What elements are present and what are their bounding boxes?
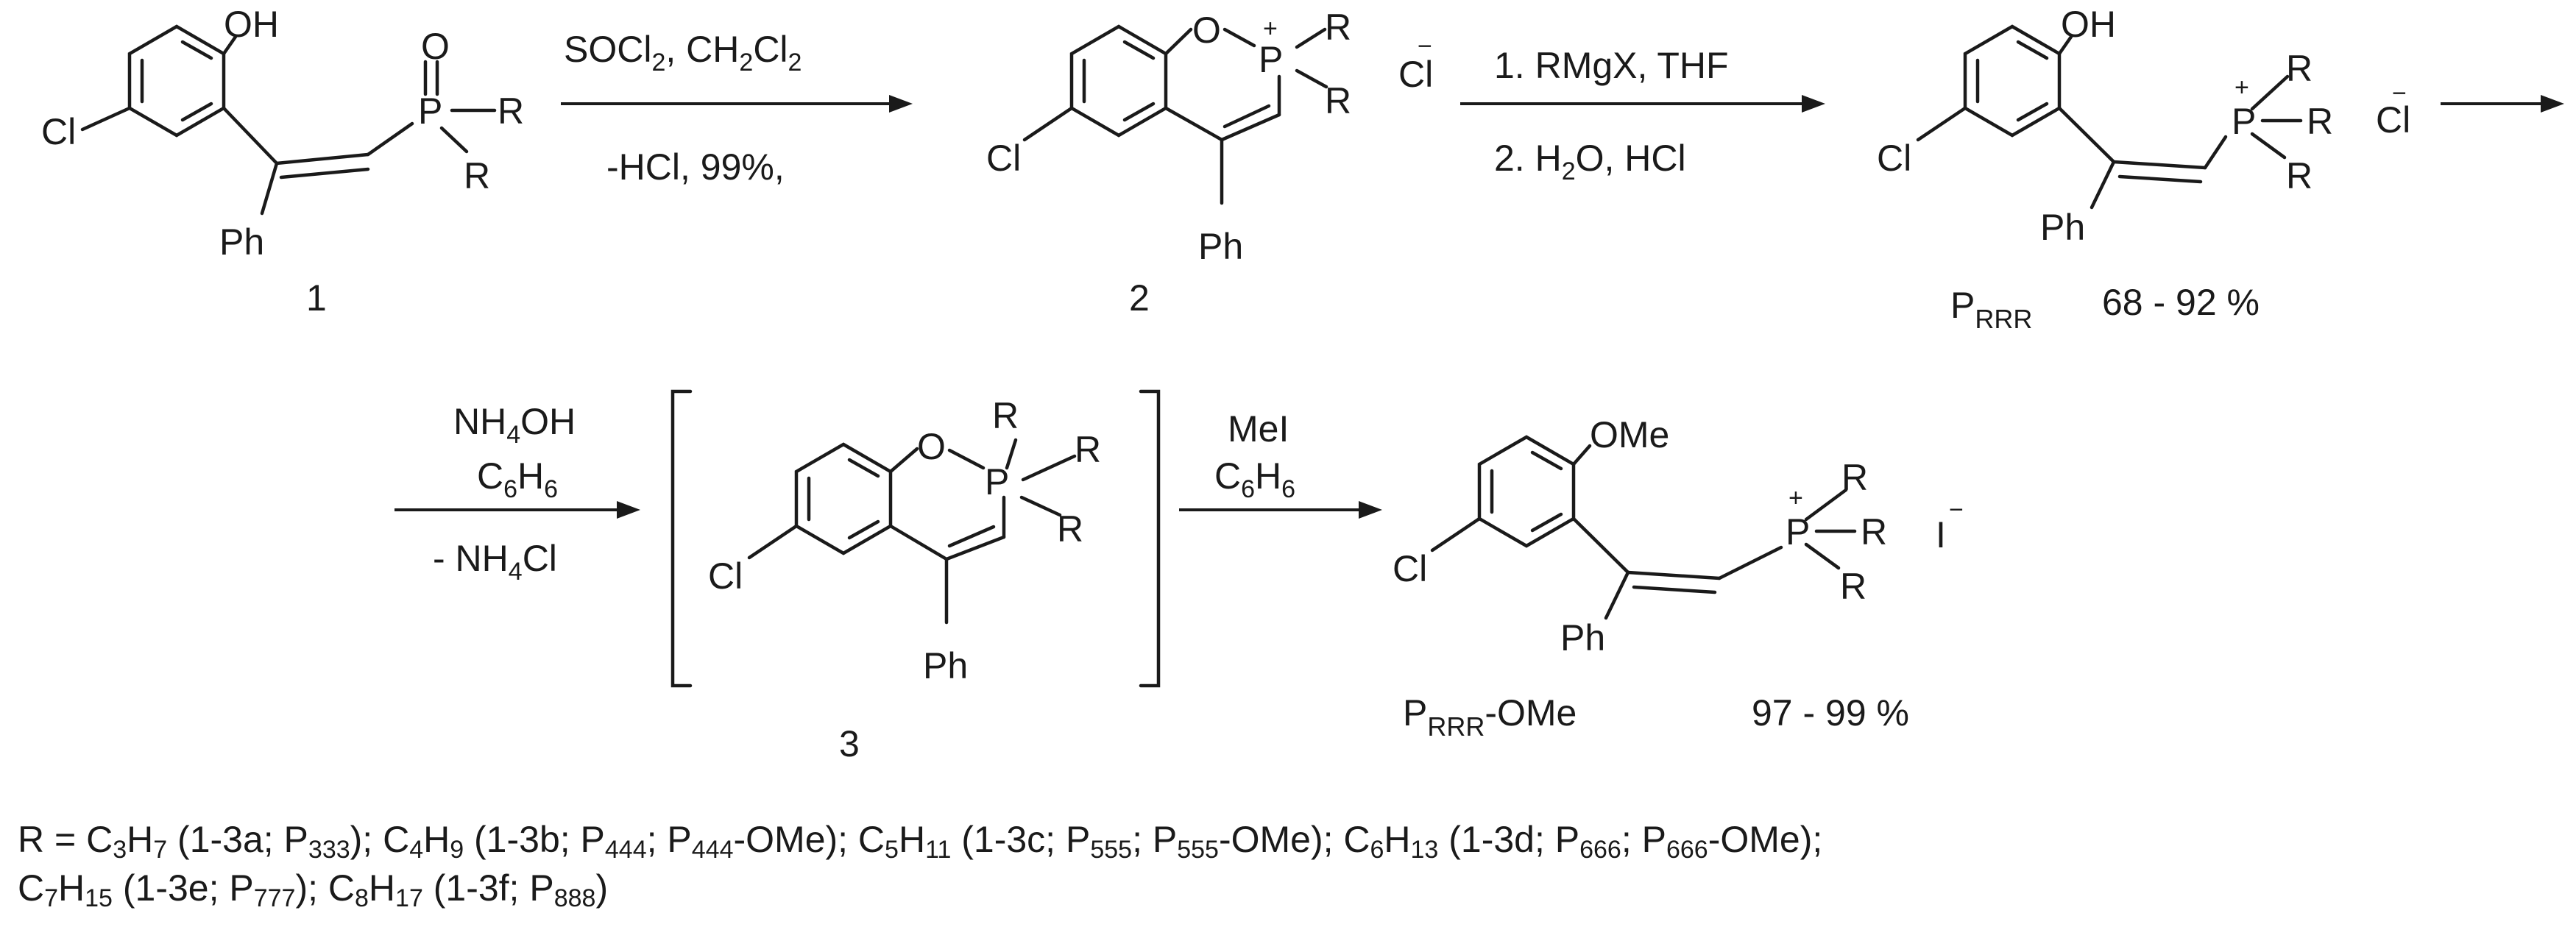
substituent-legend-line-1: R = C3H7 (1-3a; P333); C4H9 (1-3b; P444;… (18, 819, 1823, 864)
molecule-3: O P R R R Cl Ph 3 (708, 395, 1101, 764)
arrow-3 (2441, 95, 2564, 113)
m1-o-label: O (421, 26, 450, 67)
arrow-1: SOCl2, CH2Cl2 -HCl, 99%, (561, 29, 913, 188)
legend-subscript: 5 (885, 836, 899, 864)
m1-number: 1 (306, 277, 327, 319)
m2-minus-charge: − (1418, 32, 1432, 60)
m2-r2-label: R (1325, 80, 1351, 121)
m2-cl-label: Cl (986, 138, 1021, 179)
m2-o-label: O (1192, 10, 1221, 51)
intermediate-brackets (670, 389, 1161, 688)
legend-subscript: 333 (308, 836, 350, 864)
prrr-compound-label: PRRR (1950, 285, 2032, 334)
molecule-prrr-ome: OMe P + R R R Cl Ph I − PRRR-OMe 97 - 99… (1393, 414, 1964, 742)
arrow-2-conditions-below: 2. H2O, HCl (1494, 138, 1686, 185)
m3-r2-label: R (1075, 429, 1101, 470)
prrr-counterion: Cl (2376, 99, 2410, 141)
prrr-ome-minus-charge: − (1949, 496, 1964, 524)
legend-subscript: 7 (44, 884, 59, 912)
arrow-4-conditions-above-1: NH4OH (453, 401, 576, 449)
prrr-minus-charge: − (2392, 79, 2407, 107)
arrow-5: MeI C6H6 (1179, 408, 1382, 519)
prrr-ome-cl-label: Cl (1393, 548, 1427, 589)
prrr-plus-charge: + (2234, 74, 2249, 102)
legend-subscript: 6 (1370, 836, 1384, 864)
prrr-cl-label: Cl (1877, 138, 1911, 179)
m3-r1-label: R (992, 395, 1019, 436)
prrr-ph-label: Ph (2040, 207, 2085, 248)
prrr-ome-ome-label: OMe (1590, 414, 1669, 455)
arrow-4-conditions-above-2: C6H6 (477, 455, 558, 503)
m2-p-label: P (1259, 39, 1283, 80)
m1-ph-label: Ph (219, 221, 264, 263)
arrow-4: NH4OH C6H6 - NH4Cl (394, 401, 640, 586)
arrow-5-conditions-above-2: C6H6 (1214, 455, 1295, 503)
legend-subscript: 9 (450, 836, 464, 864)
m2-ph-label: Ph (1198, 226, 1243, 267)
m1-oh-label: OH (224, 4, 279, 45)
m3-ph-label: Ph (923, 645, 968, 686)
prrr-r1-label: R (2286, 48, 2313, 89)
legend-subscript: 11 (925, 836, 952, 864)
prrr-p-label: P (2232, 101, 2256, 142)
m3-cl-label: Cl (708, 555, 743, 597)
prrr-yield: 68 - 92 % (2102, 282, 2260, 323)
m1-r2-label: R (464, 155, 490, 196)
prrr-r2-label: R (2307, 101, 2333, 142)
legend-subscript: 15 (85, 884, 113, 912)
m1-p-label: P (418, 90, 442, 132)
legend-subscript: 555 (1177, 836, 1219, 864)
legend-subscript: 444 (604, 836, 647, 864)
legend-subscript: 17 (395, 884, 423, 912)
m1-cl-label: Cl (41, 111, 76, 152)
legend-subscript: 8 (355, 884, 369, 912)
prrr-ome-compound-label: PRRR-OMe (1403, 692, 1577, 742)
legend-subscript: 13 (1410, 836, 1439, 864)
arrow-2: 1. RMgX, THF 2. H2O, HCl (1460, 45, 1825, 185)
prrr-ome-ph-label: Ph (1560, 617, 1605, 658)
legend-subscript: 4 (409, 836, 424, 864)
substituent-legend-line-2: C7H15 (1-3e; P777); C8H17 (1-3f; P888) (18, 867, 609, 912)
prrr-ome-r2-label: R (1861, 511, 1887, 553)
legend-subscript: 444 (691, 836, 734, 864)
m2-counterion: Cl (1398, 54, 1433, 95)
molecule-2: O P + R R Cl Ph Cl − 2 (986, 7, 1433, 319)
legend-subscript: 7 (153, 836, 168, 864)
m2-number: 2 (1129, 277, 1150, 319)
m2-r1-label: R (1325, 7, 1351, 48)
legend-subscript: 3 (113, 836, 127, 864)
legend-subscript: 777 (253, 884, 296, 912)
prrr-ome-plus-charge: + (1788, 484, 1803, 512)
prrr-ome-yield: 97 - 99 % (1752, 692, 1909, 734)
arrow-1-conditions-above: SOCl2, CH2Cl2 (564, 29, 802, 77)
m1-r1-label: R (498, 90, 524, 132)
prrr-ome-p-label: P (1786, 511, 1810, 553)
substituent-legend: R = C3H7 (1-3a; P333); C4H9 (1-3b; P444;… (18, 815, 2550, 912)
prrr-ome-counterion: I (1936, 514, 1946, 555)
molecule-prrr: OH P + R R R Cl Ph Cl − PRRR 68 - 92 % (1877, 4, 2410, 334)
legend-subscript: 555 (1090, 836, 1133, 864)
prrr-ome-r1-label: R (1841, 457, 1868, 498)
legend-subscript: 666 (1579, 836, 1621, 864)
m3-o-label: O (917, 426, 946, 467)
m3-r3-label: R (1057, 508, 1083, 550)
prrr-ome-r3-label: R (1840, 566, 1866, 607)
molecule-1: OH O P R R Cl Ph 1 (41, 4, 524, 319)
m3-number: 3 (839, 723, 860, 764)
legend-subscript: 888 (553, 884, 596, 912)
legend-subscript: 666 (1666, 836, 1708, 864)
m2-plus-charge: + (1263, 15, 1278, 43)
m3-p-label: P (985, 461, 1009, 502)
prrr-r3-label: R (2286, 155, 2313, 196)
arrow-1-conditions-below: -HCl, 99%, (606, 146, 785, 188)
arrow-5-conditions-above-1: MeI (1228, 408, 1289, 450)
prrr-oh-label: OH (2061, 4, 2116, 45)
arrow-2-conditions-above: 1. RMgX, THF (1494, 45, 1729, 86)
arrow-4-conditions-below: - NH4Cl (433, 538, 557, 586)
